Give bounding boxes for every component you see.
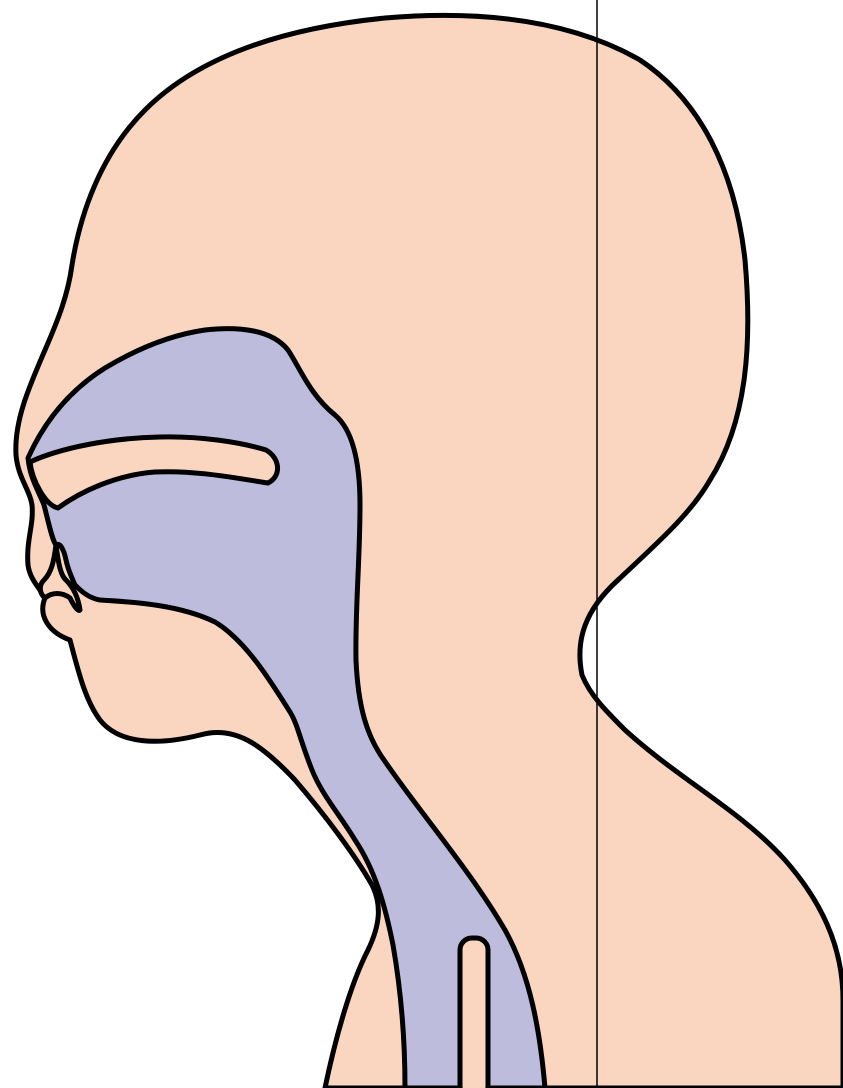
trachea-ring bbox=[460, 938, 488, 1088]
